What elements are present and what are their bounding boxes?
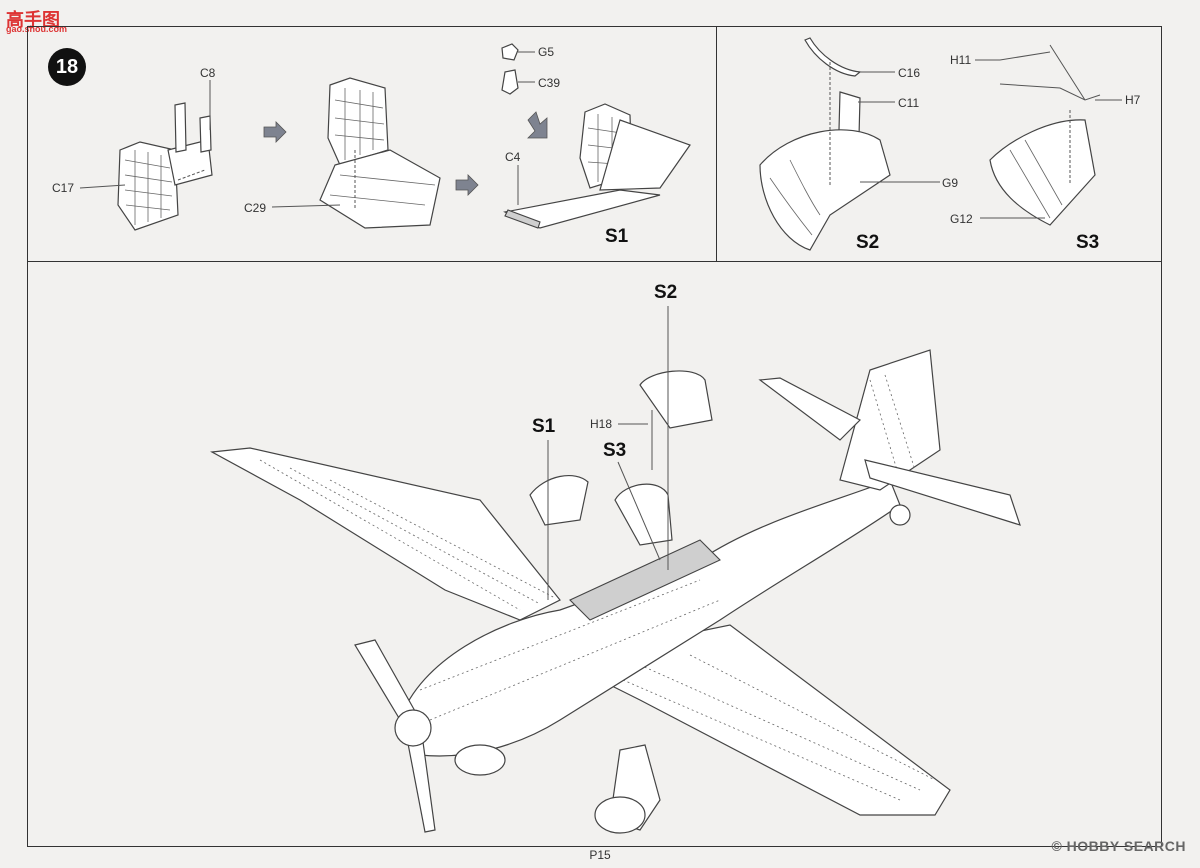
subassembly-label-s1-panel: S1 xyxy=(605,226,629,247)
label-g12: G12 xyxy=(950,212,973,226)
label-c11: C11 xyxy=(898,96,920,110)
instrument-panel-c17 xyxy=(117,102,213,231)
label-h11: H11 xyxy=(950,53,972,67)
subassembly-label-s3-main: S3 xyxy=(603,440,627,461)
part-c39 xyxy=(501,69,519,95)
subassembly-label-s3-panel: S3 xyxy=(1076,232,1100,253)
label-c4: C4 xyxy=(505,150,521,164)
label-g9: G9 xyxy=(942,176,959,190)
cockpit-floor-c29 xyxy=(319,77,441,229)
label-c39: C39 xyxy=(538,76,561,90)
watermark-url: gao.shou.com xyxy=(6,24,68,34)
aircraft-drawing xyxy=(210,349,1021,834)
subassembly-label-s2-panel: S2 xyxy=(856,232,880,253)
part-g5 xyxy=(501,43,519,61)
cockpit-assembly-s1 xyxy=(503,103,691,229)
arrow-down xyxy=(527,111,548,139)
subassembly-label-s1-main: S1 xyxy=(532,416,556,437)
canopy-s2-parts xyxy=(759,37,891,251)
canopy-s3-parts xyxy=(989,44,1101,226)
page-number: P15 xyxy=(589,848,611,862)
label-h7: H7 xyxy=(1125,93,1141,107)
panel-main xyxy=(27,261,1162,847)
arrow-right-2 xyxy=(455,174,479,196)
arrow-right-1 xyxy=(263,121,287,143)
hobby-search-credit: © HOBBY SEARCH xyxy=(1051,838,1186,854)
label-h18: H18 xyxy=(590,417,613,431)
label-c8: C8 xyxy=(200,66,216,80)
step-number-badge: 18 xyxy=(48,48,86,86)
label-c17: C17 xyxy=(52,181,75,195)
subassembly-label-s2-main: S2 xyxy=(654,282,678,303)
label-g5: G5 xyxy=(538,45,555,59)
label-c16: C16 xyxy=(898,66,921,80)
watermark-logo: 高手图 xyxy=(6,10,60,30)
label-c29: C29 xyxy=(244,201,267,215)
